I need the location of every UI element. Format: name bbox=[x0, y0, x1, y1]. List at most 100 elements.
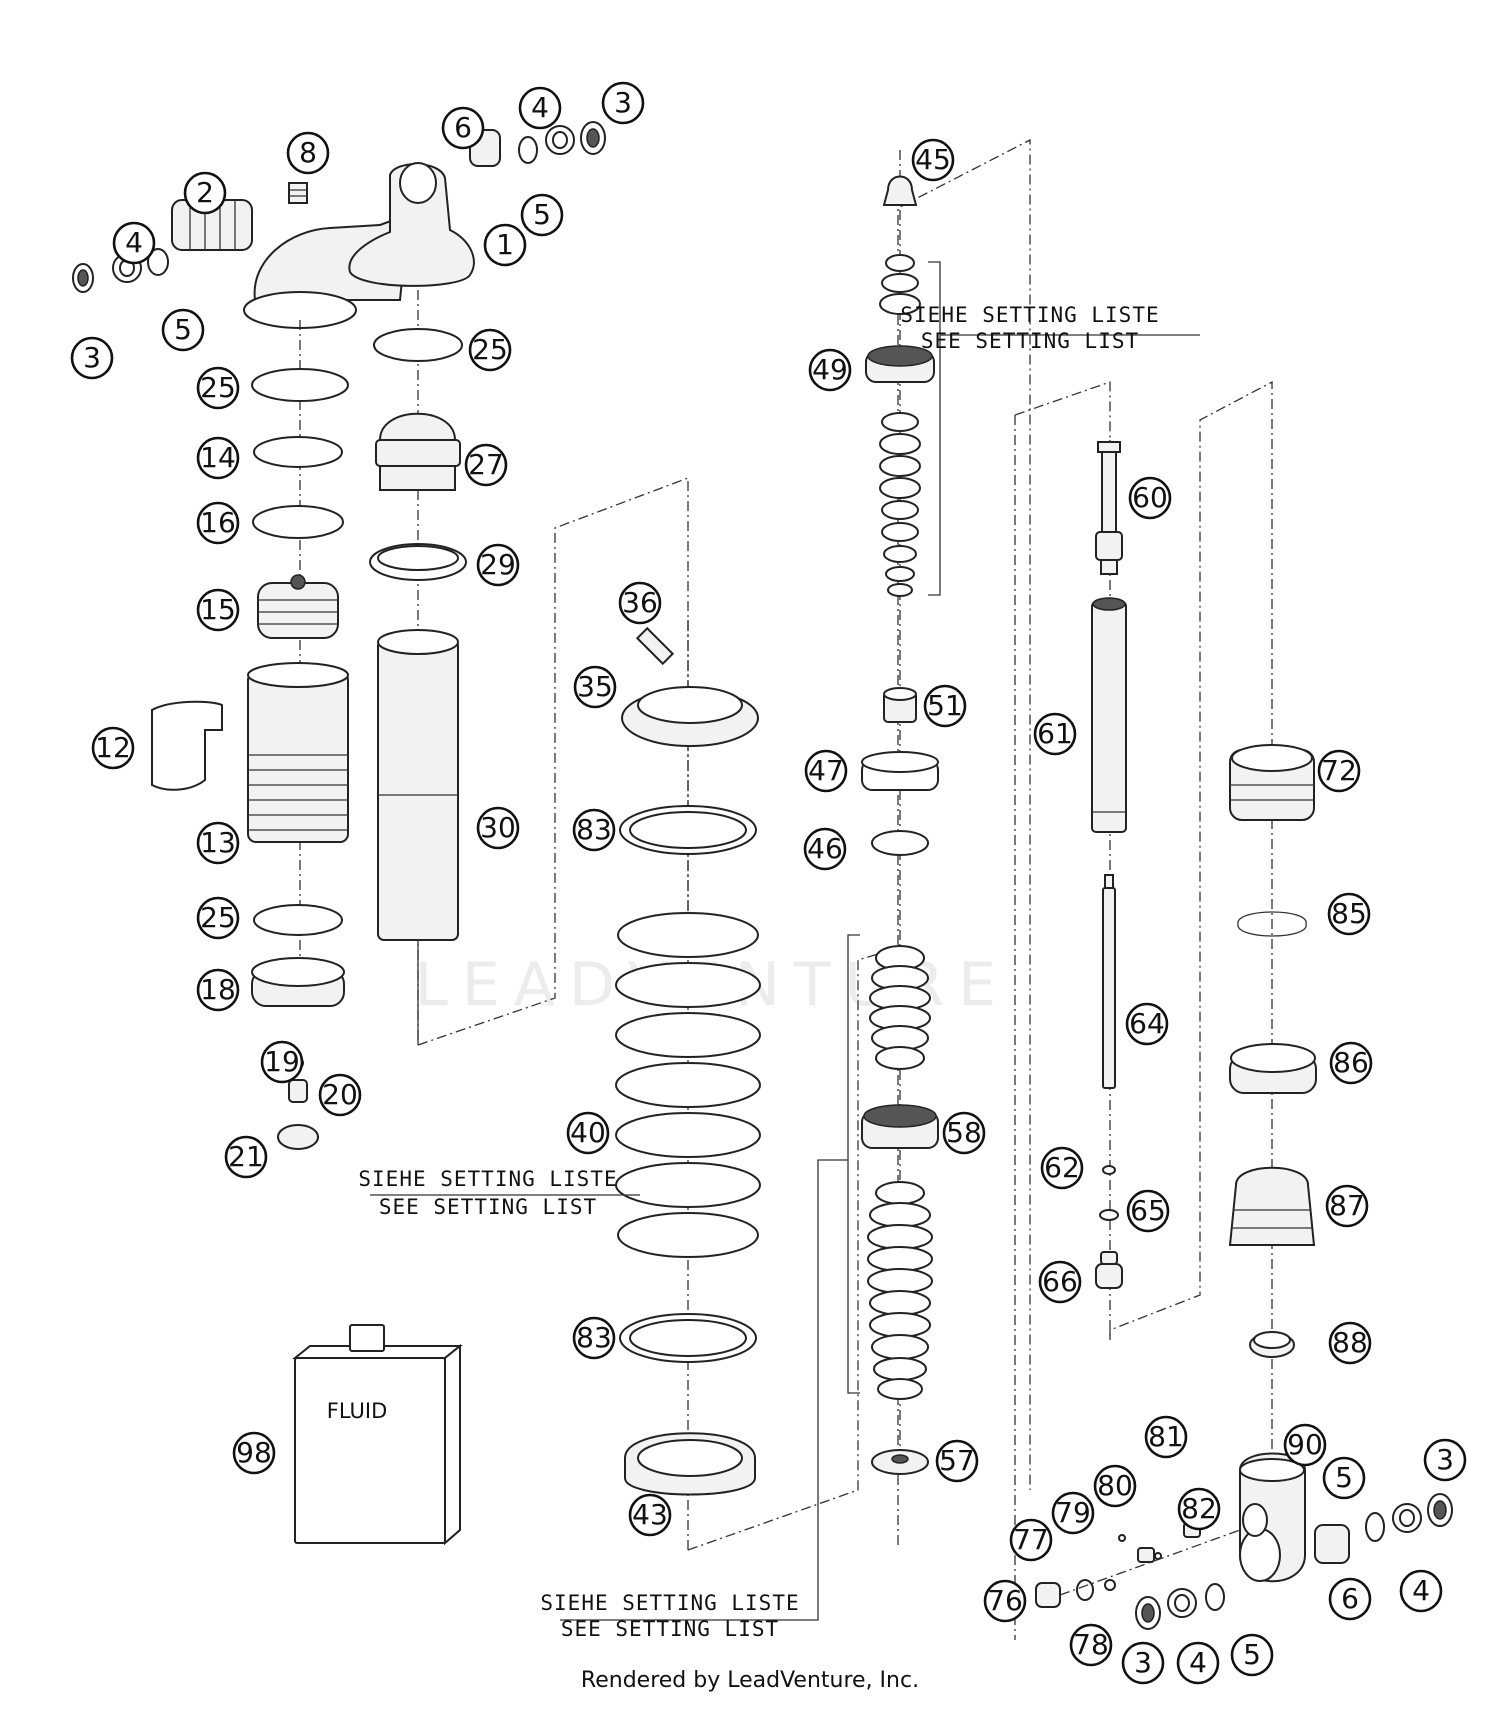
callout-ring bbox=[196, 896, 240, 940]
callout-4: 4 bbox=[1176, 1641, 1220, 1685]
callout-number: 86 bbox=[1333, 1046, 1369, 1079]
callout-8: 8 bbox=[286, 131, 330, 175]
callout-80: 80 bbox=[1093, 1464, 1137, 1508]
callout-40: 40 bbox=[566, 1111, 610, 1155]
callout-number: 20 bbox=[322, 1078, 358, 1111]
callout-ring bbox=[196, 821, 240, 865]
callout-number: 18 bbox=[200, 973, 236, 1006]
callout-3: 3 bbox=[1423, 1438, 1467, 1482]
callout-number: 2 bbox=[196, 176, 214, 209]
callout-ring bbox=[1144, 1415, 1188, 1459]
callout-ring bbox=[911, 138, 955, 182]
callout-4: 4 bbox=[112, 221, 156, 265]
callout-number: 25 bbox=[472, 333, 508, 366]
callout-number: 62 bbox=[1044, 1151, 1080, 1184]
callout-21: 21 bbox=[224, 1135, 268, 1179]
callout-58: 58 bbox=[942, 1111, 986, 1155]
callout-ring bbox=[1128, 476, 1172, 520]
callout-ring bbox=[1230, 1633, 1274, 1677]
fluid-label: FLUID bbox=[327, 1399, 387, 1423]
callout-number: 51 bbox=[927, 689, 963, 722]
callout-49: 49 bbox=[808, 348, 852, 392]
callout-ring bbox=[196, 501, 240, 545]
callout-number: 83 bbox=[576, 1321, 612, 1354]
callout-ring bbox=[1322, 1456, 1366, 1500]
callout-ring bbox=[1423, 1438, 1467, 1482]
callout-ring bbox=[1033, 712, 1077, 756]
callout-ring bbox=[161, 308, 205, 352]
callout-ring bbox=[1328, 1577, 1372, 1621]
callout-number: 14 bbox=[200, 441, 236, 474]
damper-body-parts bbox=[369, 290, 467, 1045]
callout-86: 86 bbox=[1329, 1041, 1373, 1085]
callout-15: 15 bbox=[196, 588, 240, 632]
callout-ring bbox=[601, 81, 645, 125]
callout-ring bbox=[196, 366, 240, 410]
callout-number: 35 bbox=[577, 670, 613, 703]
callout-18: 18 bbox=[196, 968, 240, 1012]
callout-ring bbox=[196, 968, 240, 1012]
callout-ring bbox=[112, 221, 156, 265]
callout-number: 27 bbox=[468, 448, 504, 481]
callout-ring bbox=[1126, 1189, 1170, 1233]
callout-88: 88 bbox=[1328, 1321, 1372, 1365]
callout-number: 3 bbox=[83, 341, 101, 374]
callout-98: 98 bbox=[232, 1431, 276, 1475]
callout-number: 5 bbox=[1335, 1461, 1353, 1494]
callout-number: 88 bbox=[1332, 1326, 1368, 1359]
right-column-parts bbox=[1035, 744, 1453, 1630]
reservoir-parts bbox=[151, 320, 349, 1150]
callout-ring bbox=[196, 588, 240, 632]
callout-6: 6 bbox=[441, 106, 485, 150]
callout-2: 2 bbox=[183, 171, 227, 215]
callout-83: 83 bbox=[572, 808, 616, 852]
callout-64: 64 bbox=[1125, 1002, 1169, 1046]
callout-57: 57 bbox=[935, 1439, 979, 1483]
callout-ring bbox=[468, 328, 512, 372]
callout-90: 90 bbox=[1283, 1423, 1327, 1467]
callout-number: 80 bbox=[1097, 1469, 1133, 1502]
callout-ring bbox=[618, 581, 662, 625]
callout-ring bbox=[1093, 1464, 1137, 1508]
callout-ring bbox=[1176, 1641, 1220, 1685]
callout-25: 25 bbox=[196, 366, 240, 410]
callout-30: 30 bbox=[476, 806, 520, 850]
callout-35: 35 bbox=[573, 665, 617, 709]
callout-number: 76 bbox=[987, 1584, 1023, 1617]
callout-number: 5 bbox=[174, 313, 192, 346]
callout-3: 3 bbox=[601, 81, 645, 125]
callout-ring bbox=[804, 749, 848, 793]
bracket-setting-2 bbox=[847, 934, 860, 1394]
callout-number: 61 bbox=[1037, 717, 1073, 750]
callout-number: 4 bbox=[1189, 1646, 1207, 1679]
callout-number: 60 bbox=[1132, 481, 1168, 514]
callout-ring bbox=[803, 827, 847, 871]
callout-number: 40 bbox=[570, 1116, 606, 1149]
callout-25: 25 bbox=[196, 896, 240, 940]
callout-81: 81 bbox=[1144, 1415, 1188, 1459]
callout-16: 16 bbox=[196, 501, 240, 545]
callout-number: 65 bbox=[1130, 1194, 1166, 1227]
callout-87: 87 bbox=[1325, 1184, 1369, 1228]
callout-number: 19 bbox=[264, 1045, 300, 1078]
shim-stack-parts bbox=[861, 138, 1031, 1545]
callout-ring bbox=[1009, 1518, 1053, 1562]
callout-5: 5 bbox=[520, 193, 564, 237]
callout-ring bbox=[520, 193, 564, 237]
callout-number: 5 bbox=[1243, 1638, 1261, 1671]
callout-60: 60 bbox=[1128, 476, 1172, 520]
callout-82: 82 bbox=[1177, 1487, 1221, 1531]
callout-72: 72 bbox=[1317, 749, 1361, 793]
callout-4: 4 bbox=[518, 86, 562, 130]
callout-number: 3 bbox=[614, 86, 632, 119]
callout-ring bbox=[1038, 1260, 1082, 1304]
callout-number: 46 bbox=[807, 832, 843, 865]
callout-3: 3 bbox=[70, 336, 114, 380]
note-setting-en-2: SEE SETTING LIST bbox=[379, 1195, 597, 1219]
callout-ring bbox=[483, 223, 527, 267]
callout-number: 21 bbox=[228, 1140, 264, 1173]
callout-number: 87 bbox=[1329, 1189, 1365, 1222]
callout-number: 15 bbox=[200, 593, 236, 626]
callout-ring bbox=[1069, 1623, 1113, 1667]
